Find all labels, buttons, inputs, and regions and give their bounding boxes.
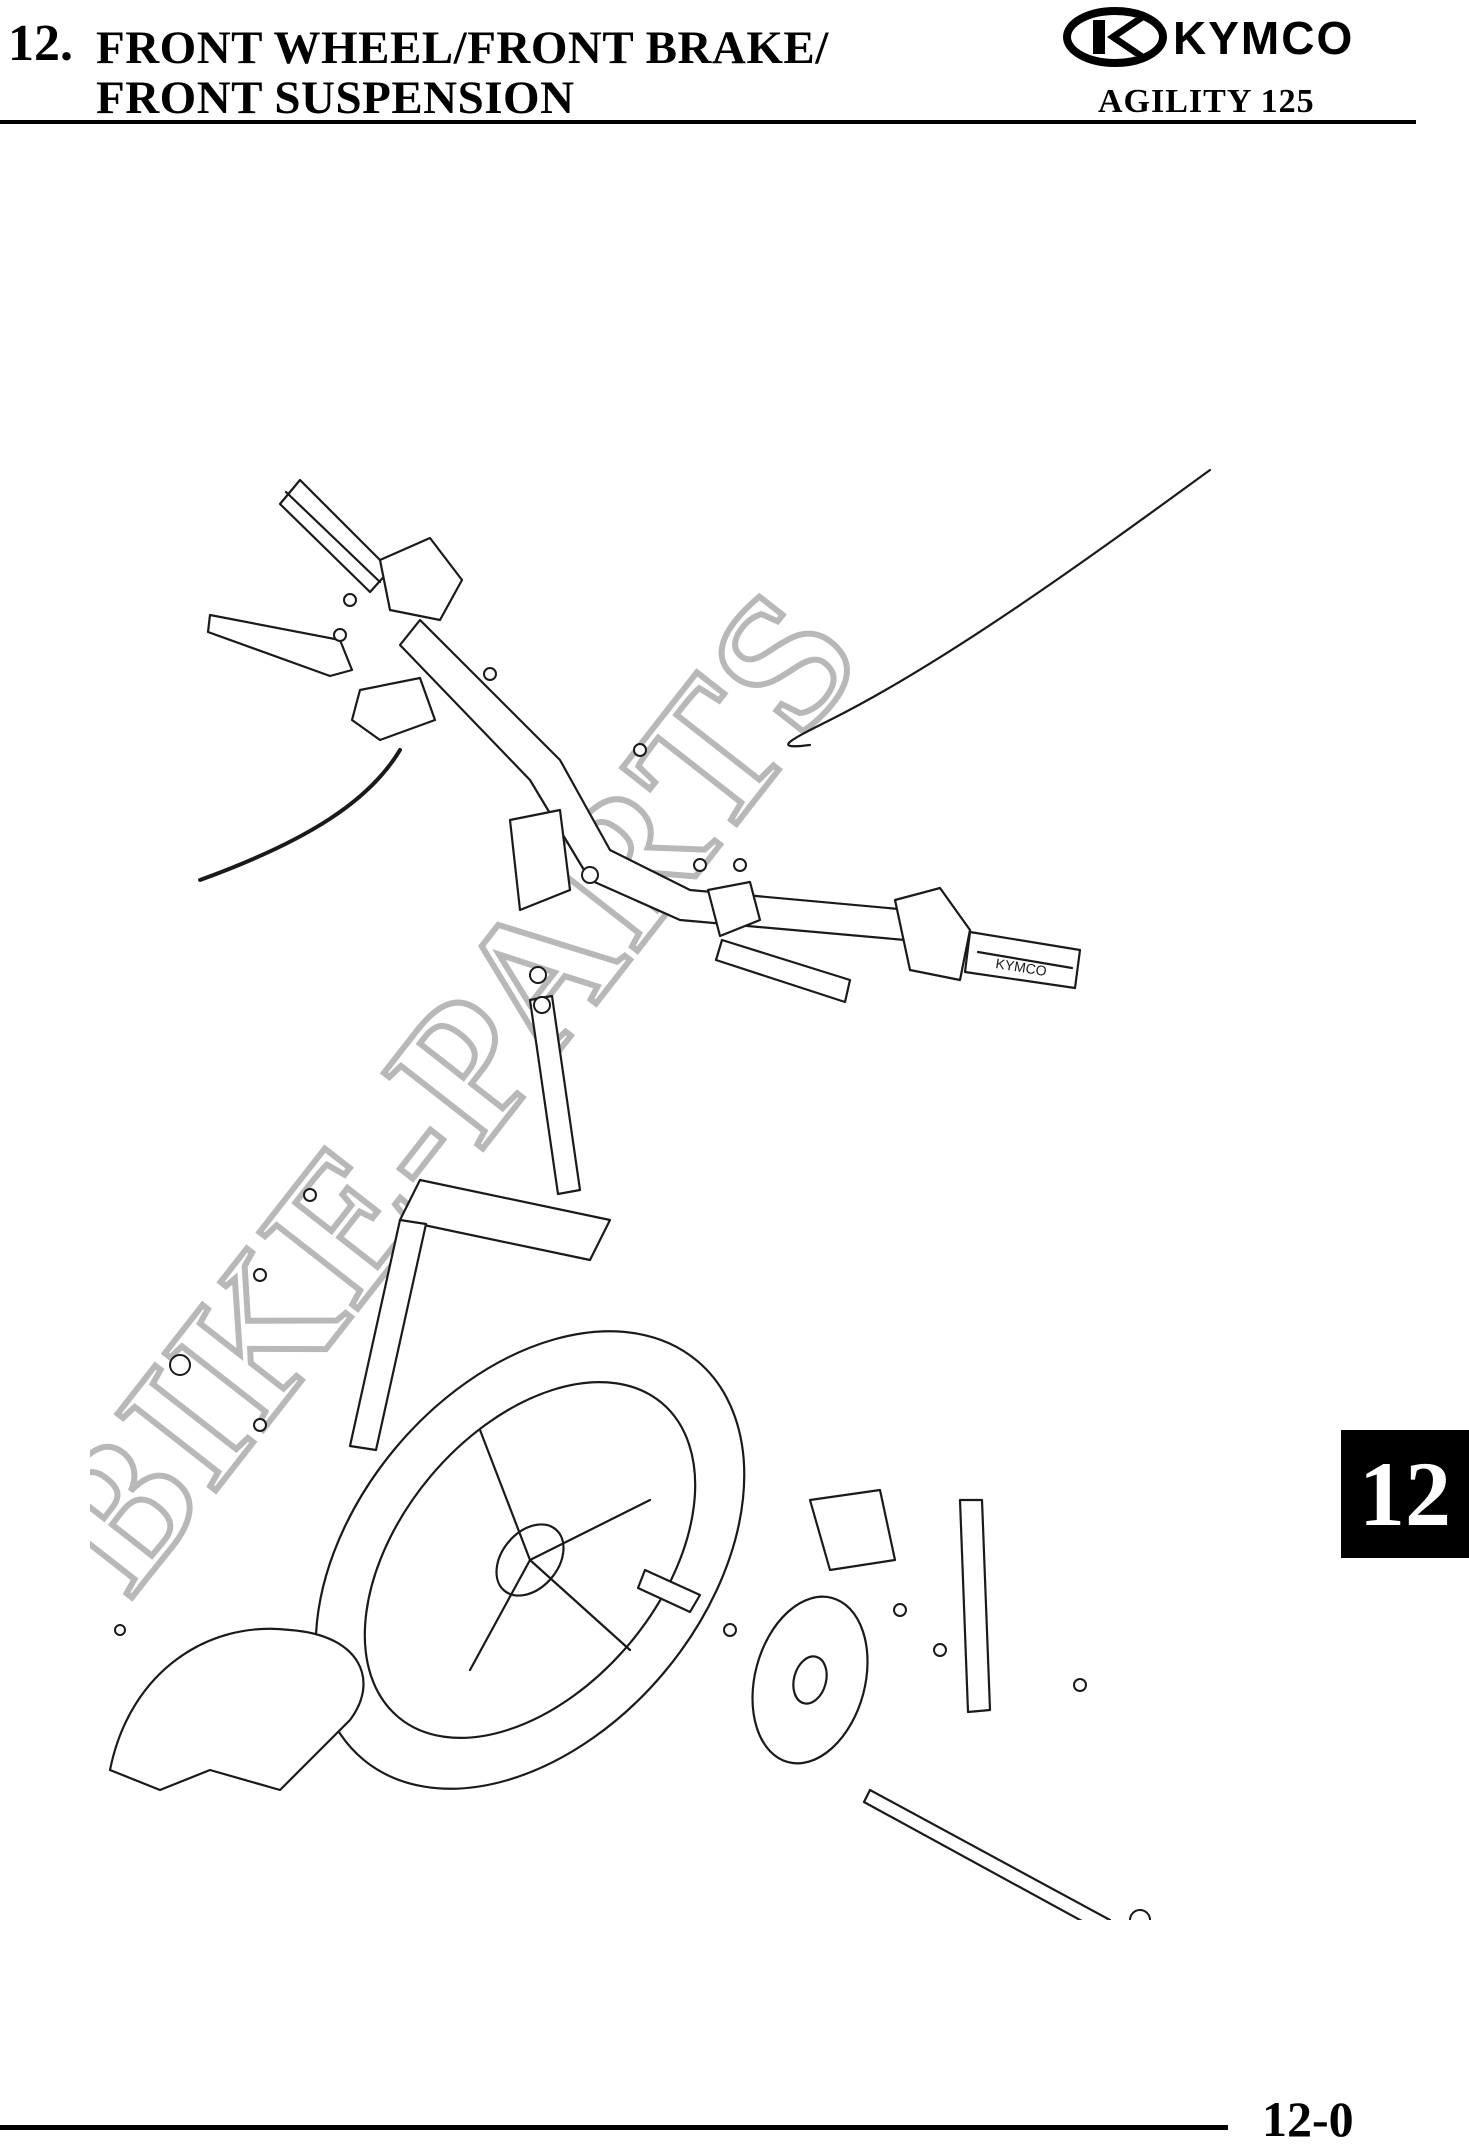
bolt [1129,1909,1151,1920]
bolt [933,1643,947,1657]
brake-disc [751,1595,869,1765]
left-switch-housing [378,536,464,622]
axle-spacer [636,1568,702,1614]
lower-triple-clamp [398,1178,612,1262]
brake-caliper [808,1488,897,1572]
page-number: 12-0 [1262,2091,1354,2147]
chapter-title-line-2: FRONT SUSPENSION [96,72,575,124]
right-master-cylinder [706,880,762,938]
bolt [723,1623,737,1637]
bolt [169,1354,191,1376]
bolt [1073,1678,1087,1692]
bolt [581,866,599,884]
bolt [114,1624,126,1636]
brake-hose [198,748,402,882]
left-fork-tube [348,1218,428,1452]
bolt [253,1268,267,1282]
logo-k-arm [1107,18,1147,56]
exploded-view-diagram: BIKE-PARTS KYMCO [90,468,1212,1920]
model-name: AGILITY 125 [1098,83,1315,120]
right-fork-tube [958,1498,992,1714]
right-grip-text: KYMCO [995,955,1048,979]
bolt [483,667,497,681]
kymco-logo: KYMCO [1063,7,1354,67]
front-fender [108,1627,365,1792]
bolt [343,593,357,607]
footer-rule [0,2125,1228,2130]
bolt [893,1603,907,1617]
left-grip [278,478,392,594]
left-brake-lever [206,613,354,678]
bolt [693,858,707,872]
logo-oval [1063,7,1167,67]
header-rule [0,120,1416,124]
bolt [253,1418,267,1432]
bolt [303,1188,317,1202]
throttle-cable [787,468,1212,748]
page-header: 12. FRONT WHEEL/FRONT BRAKE/ FRONT SUSPE… [0,0,1469,130]
bolt [733,858,747,872]
right-brake-lever [714,938,852,1004]
bolt [633,743,647,757]
chapter-number: 12. [8,15,73,72]
left-master-cylinder [350,676,437,742]
front-axle [862,1788,1112,1920]
bolt [533,996,551,1014]
right-grip: KYMCO [963,930,1082,990]
logo-k-bar [1093,20,1105,54]
handlebar-clamp [508,808,572,912]
right-switch-housing [893,886,972,982]
chapter-title-line-1: FRONT WHEEL/FRONT BRAKE/ [96,22,829,74]
front-wheel [314,1330,746,1790]
chapter-tab: 12 [1341,1430,1469,1558]
bolt [333,628,347,642]
bolt [529,966,547,984]
logo-wordmark: KYMCO [1173,12,1354,64]
